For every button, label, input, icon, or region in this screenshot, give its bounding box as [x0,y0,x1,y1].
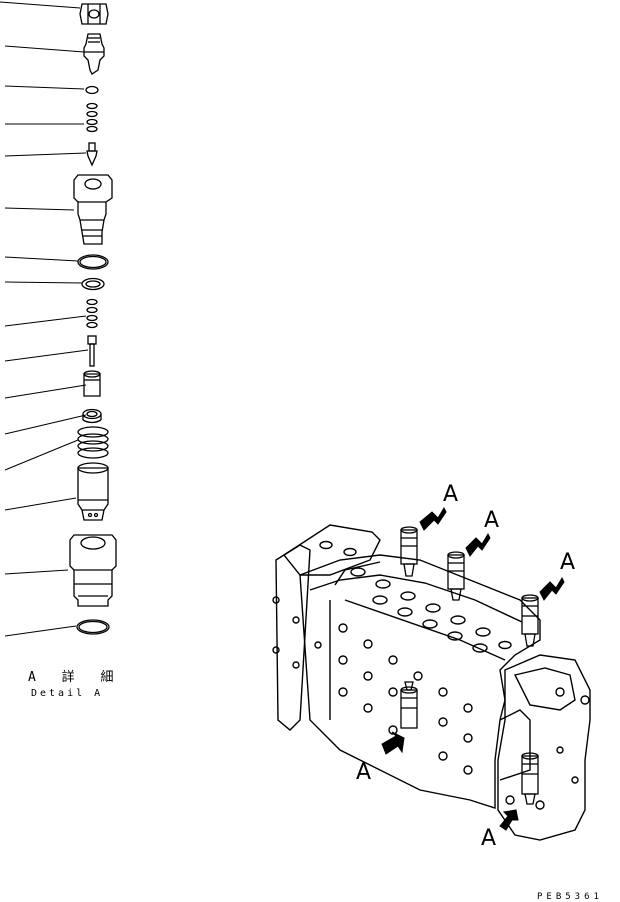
relief-valve-4 [400,681,418,729]
valve-housing [69,534,117,607]
view-callout-a-4: A [356,760,372,785]
view-callout-a-3: A [560,550,576,575]
view-arrow-icon [499,809,519,831]
backup-rings-small [86,298,98,329]
piston [77,462,109,521]
view-arrow-icon [419,506,447,531]
view-callout-a-2: A [484,508,500,533]
leader-lines [0,1,89,637]
bolt [87,335,97,367]
backup-ring [81,277,105,291]
relief-valve-body [73,174,113,245]
relief-valve-5 [521,752,539,805]
seal-ring [82,408,102,424]
view-callout-a-5: A [481,826,497,851]
o-ring-large [76,619,110,635]
detail-title-jp: A 詳 細 [28,670,123,685]
relief-valve-2 [447,551,465,601]
view-arrow-icon [539,576,565,601]
plug-nut [79,3,109,25]
valve-assembly [272,524,591,841]
sleeve [83,370,101,397]
o-ring [77,254,109,270]
detail-title-en: Detail A [31,688,104,699]
figure-code: PEB5361 [537,892,603,902]
spring [77,426,109,459]
valve-poppet [83,33,105,75]
view-callout-a-1: A [443,482,459,507]
pin [86,142,98,167]
view-arrow-icon [465,532,491,557]
relief-valve-1 [400,526,418,577]
o-ring-small [85,85,99,95]
relief-valve-3 [521,594,539,647]
backup-rings [86,102,98,133]
view-arrows [381,506,565,831]
view-arrow-icon [381,731,405,755]
relief-valves-mounted [400,526,539,805]
